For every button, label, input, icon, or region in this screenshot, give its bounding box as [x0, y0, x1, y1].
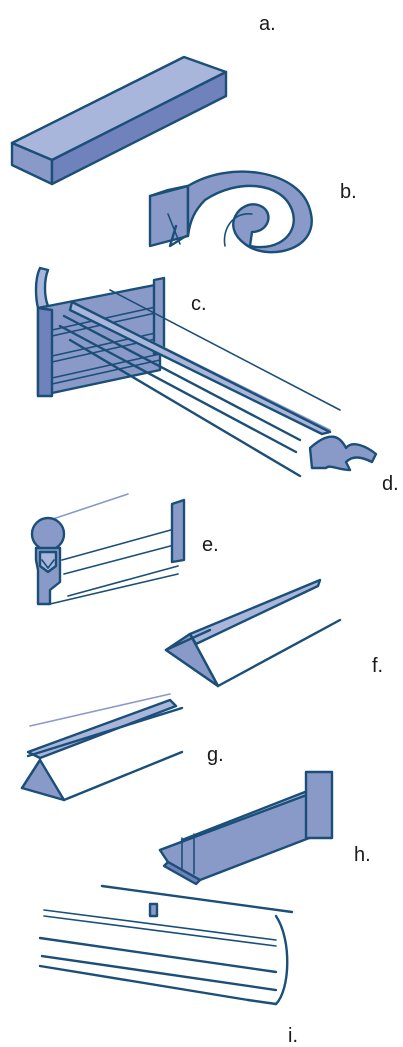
- item-f-triangle-strip: [164, 578, 342, 688]
- item-h-channel-strip: [158, 770, 334, 886]
- label-c: c.: [191, 293, 207, 315]
- label-i: i.: [288, 1025, 298, 1047]
- item-e-tubular-gasket: [30, 493, 186, 606]
- item-d-v-channel: [58, 289, 378, 478]
- item-a-foam-strip: [10, 55, 228, 186]
- label-g: g.: [207, 744, 224, 766]
- item-g-triangle-strip: [20, 693, 184, 802]
- label-b: b.: [340, 181, 357, 203]
- label-d: d.: [382, 473, 399, 495]
- label-a: a.: [259, 13, 276, 35]
- item-i-door-sweep: [38, 884, 294, 1006]
- label-e: e.: [202, 534, 219, 556]
- label-f: f.: [372, 655, 384, 677]
- item-b-foam-tape-roll: [148, 170, 313, 254]
- item-c-v-strip: [34, 266, 166, 398]
- label-h: h.: [354, 844, 371, 866]
